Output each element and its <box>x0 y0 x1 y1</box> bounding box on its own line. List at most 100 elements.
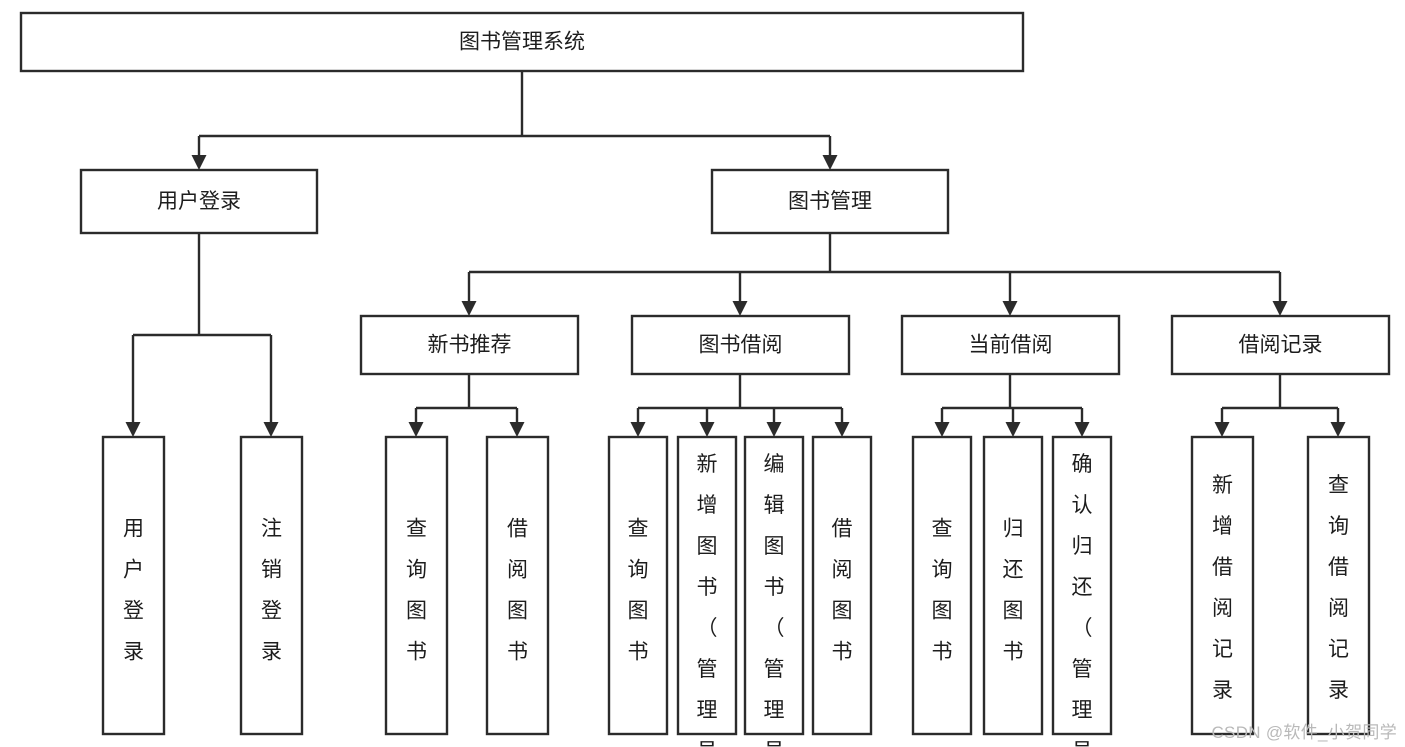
arrow-leaf-borrow-lend-book-head <box>834 422 850 437</box>
node-label-leaf-user-login: 用户登录 <box>123 517 144 663</box>
node-label-current-borrow: 当前借阅 <box>969 334 1053 357</box>
arrow-leaf-borrow-edit-book-head <box>766 422 782 437</box>
arrow-to-current-borrow <box>1002 272 1018 316</box>
node-box-leaf-current-return-book[interactable] <box>982 435 1044 736</box>
node-label-leaf-borrow-lend-book: 借阅图书 <box>832 517 853 663</box>
node-leaf-rec-borrow-book[interactable]: 借阅图书 <box>485 435 550 736</box>
node-label-leaf-borrow-edit-book: 编辑图书（管理员） <box>764 453 785 747</box>
node-box-root[interactable] <box>19 11 1025 73</box>
arrow-to-new-book-recommend-head <box>461 301 477 316</box>
node-new-book-recommend[interactable]: 新书推荐 <box>359 314 580 376</box>
node-box-leaf-record-add[interactable] <box>1190 435 1255 736</box>
arrow-leaf-borrow-query-book-head <box>630 422 646 437</box>
arrow-leaf-record-add-head <box>1214 422 1230 437</box>
arrow-leaf-rec-query-book <box>408 408 424 437</box>
node-label-user-login: 用户登录 <box>157 190 241 213</box>
node-label-leaf-borrow-add-book: 新增图书（管理员） <box>697 453 718 747</box>
node-box-leaf-borrow-lend-book[interactable] <box>811 435 873 736</box>
node-label-root: 图书管理系统 <box>459 31 585 54</box>
arrow-to-book-borrow-head <box>732 301 748 316</box>
node-box-user-login[interactable] <box>79 168 319 235</box>
node-box-leaf-borrow-edit-book[interactable] <box>743 435 805 736</box>
node-leaf-user-logout[interactable]: 注销登录 <box>239 435 304 736</box>
node-box-leaf-borrow-add-book[interactable] <box>676 435 738 736</box>
connector-layer <box>125 71 1346 437</box>
node-book-management[interactable]: 图书管理 <box>710 168 950 235</box>
arrow-to-current-borrow-head <box>1002 301 1018 316</box>
node-box-current-borrow[interactable] <box>900 314 1121 376</box>
node-box-leaf-current-confirm-return[interactable] <box>1051 435 1113 736</box>
arrow-leaf-record-query <box>1330 408 1346 437</box>
node-current-borrow[interactable]: 当前借阅 <box>900 314 1121 376</box>
arrow-to-user-login-head <box>191 155 207 170</box>
node-box-leaf-user-login[interactable] <box>101 435 166 736</box>
node-leaf-current-confirm-return[interactable]: 确认归还（管理员） <box>1051 435 1113 747</box>
node-label-borrow-record: 借阅记录 <box>1239 334 1323 357</box>
arrow-leaf-current-confirm-return <box>1074 408 1090 437</box>
arrow-to-borrow-record <box>1272 272 1288 316</box>
arrow-leaf-current-query-book-head <box>934 422 950 437</box>
node-borrow-record[interactable]: 借阅记录 <box>1170 314 1391 376</box>
node-box-leaf-user-logout[interactable] <box>239 435 304 736</box>
arrow-leaf-rec-borrow-book <box>509 408 525 437</box>
node-label-leaf-current-query-book: 查询图书 <box>932 517 953 663</box>
node-leaf-borrow-lend-book[interactable]: 借阅图书 <box>811 435 873 736</box>
arrow-leaf-current-return-book-head <box>1005 422 1021 437</box>
arrow-leaf-current-return-book <box>1005 408 1021 437</box>
node-label-leaf-current-return-book: 归还图书 <box>1003 517 1024 663</box>
node-leaf-borrow-query-book[interactable]: 查询图书 <box>607 435 669 736</box>
node-leaf-current-query-book[interactable]: 查询图书 <box>911 435 973 736</box>
arrow-leaf-current-query-book <box>934 408 950 437</box>
node-label-book-borrow: 图书借阅 <box>699 334 783 357</box>
arrow-to-user-login <box>191 136 207 170</box>
node-leaf-record-add[interactable]: 新增借阅记录 <box>1190 435 1255 736</box>
arrow-to-book-management <box>822 136 838 170</box>
arrow-leaf-user-logout <box>263 335 279 437</box>
node-box-leaf-borrow-query-book[interactable] <box>607 435 669 736</box>
node-box-leaf-rec-query-book[interactable] <box>384 435 449 736</box>
node-leaf-record-query[interactable]: 查询借阅记录 <box>1306 435 1371 736</box>
node-label-new-book-recommend: 新书推荐 <box>428 334 512 357</box>
node-root[interactable]: 图书管理系统 <box>19 11 1025 73</box>
arrow-to-borrow-record-head <box>1272 301 1288 316</box>
node-label-leaf-borrow-query-book: 查询图书 <box>628 517 649 663</box>
arrow-to-new-book-recommend <box>461 272 477 316</box>
node-leaf-current-return-book[interactable]: 归还图书 <box>982 435 1044 736</box>
node-leaf-user-login[interactable]: 用户登录 <box>101 435 166 736</box>
arrow-leaf-borrow-add-book <box>699 408 715 437</box>
node-layer: 图书管理系统用户登录图书管理新书推荐图书借阅当前借阅借阅记录用户登录注销登录查询… <box>19 11 1391 747</box>
node-label-book-management: 图书管理 <box>788 190 872 213</box>
node-label-leaf-rec-query-book: 查询图书 <box>406 517 427 663</box>
arrow-to-book-management-head <box>822 155 838 170</box>
node-box-leaf-rec-borrow-book[interactable] <box>485 435 550 736</box>
arrow-leaf-borrow-lend-book <box>834 408 850 437</box>
arrow-leaf-borrow-add-book-head <box>699 422 715 437</box>
node-book-borrow[interactable]: 图书借阅 <box>630 314 851 376</box>
arrow-leaf-borrow-edit-book <box>766 408 782 437</box>
arrow-leaf-borrow-query-book <box>630 408 646 437</box>
node-leaf-borrow-add-book[interactable]: 新增图书（管理员） <box>676 435 738 747</box>
arrow-leaf-record-add <box>1214 408 1230 437</box>
node-box-book-management[interactable] <box>710 168 950 235</box>
node-user-login[interactable]: 用户登录 <box>79 168 319 235</box>
arrow-leaf-user-login-head <box>125 422 141 437</box>
node-leaf-borrow-edit-book[interactable]: 编辑图书（管理员） <box>743 435 805 747</box>
node-box-leaf-current-query-book[interactable] <box>911 435 973 736</box>
node-leaf-rec-query-book[interactable]: 查询图书 <box>384 435 449 736</box>
node-box-new-book-recommend[interactable] <box>359 314 580 376</box>
arrow-leaf-user-login <box>125 335 141 437</box>
node-box-book-borrow[interactable] <box>630 314 851 376</box>
node-box-borrow-record[interactable] <box>1170 314 1391 376</box>
arrow-to-book-borrow <box>732 272 748 316</box>
node-label-leaf-user-logout: 注销登录 <box>261 517 282 663</box>
arrow-leaf-user-logout-head <box>263 422 279 437</box>
arrow-leaf-rec-query-book-head <box>408 422 424 437</box>
arrow-leaf-record-query-head <box>1330 422 1346 437</box>
arrow-leaf-rec-borrow-book-head <box>509 422 525 437</box>
node-label-leaf-rec-borrow-book: 借阅图书 <box>507 517 528 663</box>
node-label-leaf-current-confirm-return: 确认归还（管理员） <box>1072 453 1093 747</box>
node-label-leaf-record-add: 新增借阅记录 <box>1212 474 1233 702</box>
node-box-leaf-record-query[interactable] <box>1306 435 1371 736</box>
